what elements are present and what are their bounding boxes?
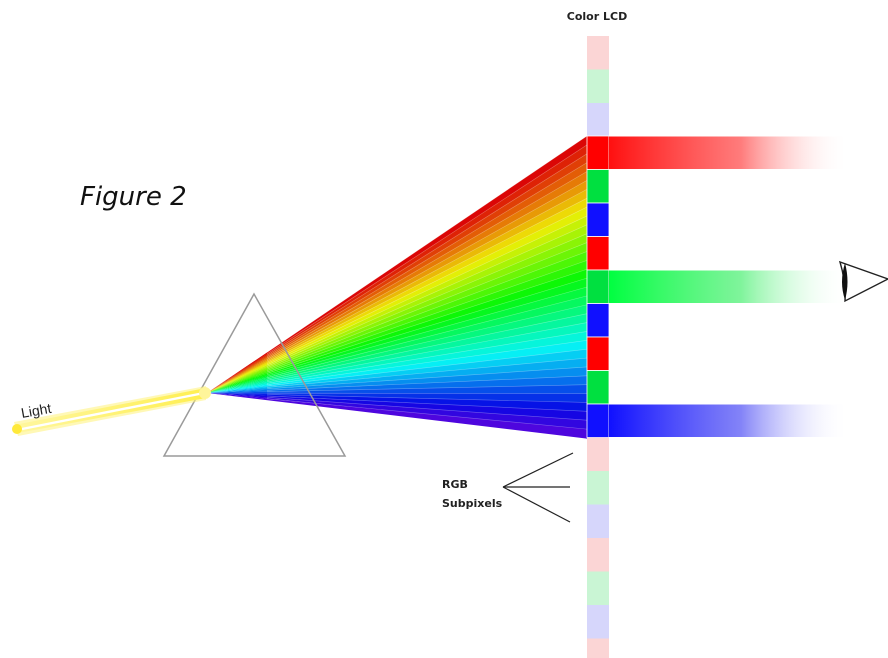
spectrum-band-edge <box>266 162 588 357</box>
subpixel-blue <box>586 303 610 338</box>
spectrum-band-edge <box>266 313 588 381</box>
spectrum-band-edge <box>266 339 588 385</box>
spectrum-band-edge <box>266 366 588 390</box>
spectrum-band <box>207 207 587 393</box>
spectrum-band <box>207 366 587 393</box>
output-beams <box>609 136 849 437</box>
spectrum-band <box>207 171 587 393</box>
subpixel-pointer <box>502 452 574 523</box>
spectrum-band-edge <box>266 395 588 412</box>
subpixel-label-line1: RGB <box>442 478 468 491</box>
spectrum-band-edge <box>266 286 588 377</box>
spectrum-band-edge <box>266 189 588 362</box>
faded-subpixel <box>587 538 609 572</box>
lcd-label: Color LCD <box>567 10 627 23</box>
spectrum-band <box>207 384 587 395</box>
spectrum-band <box>207 393 587 439</box>
faded-subpixel <box>587 36 609 70</box>
spectrum-band <box>207 215 587 393</box>
spectrum-band <box>207 144 587 393</box>
spectrum-band-edge <box>266 180 588 360</box>
spectrum-band-edge <box>266 295 588 378</box>
spectrum-band <box>207 287 587 393</box>
faded-subpixel <box>587 571 609 605</box>
spectrum-band-edge <box>266 394 588 403</box>
spectrum-band-edge <box>266 268 588 374</box>
spectrum-band-edge <box>266 251 588 371</box>
subpixel-blue <box>586 403 610 438</box>
spectrum-band <box>207 358 587 393</box>
spectrum-band-edge <box>266 322 588 383</box>
spectrum-band-edge <box>266 384 588 392</box>
spectrum-band <box>207 242 587 393</box>
spectrum-band <box>207 162 587 393</box>
spectrum-band <box>207 260 587 393</box>
spectrum-band <box>207 295 587 393</box>
spectrum-band <box>207 331 587 393</box>
spectrum-band <box>207 251 587 393</box>
spectrum-band <box>207 269 587 393</box>
dispersed-spectrum <box>207 135 588 439</box>
spectrum-band <box>207 313 587 393</box>
output-beam-green <box>609 270 849 303</box>
prism <box>162 292 347 457</box>
spectrum-band-edge <box>266 224 588 367</box>
spectrum-band <box>207 180 587 393</box>
spectrum-band <box>207 198 587 393</box>
spectrum-band-edge <box>266 215 588 366</box>
spectrum-band <box>207 153 587 393</box>
spectrum-band-edge <box>266 260 588 373</box>
subpixel-green <box>586 370 610 405</box>
spectrum-band-edge <box>266 348 588 387</box>
spectrum-band-edge <box>266 398 588 430</box>
spectrum-band <box>207 278 587 393</box>
output-beam-blue <box>609 404 849 437</box>
spectrum-band-edge <box>266 171 588 359</box>
spectrum-band-edge <box>266 135 588 353</box>
figure-label: Figure 2 <box>80 182 187 212</box>
spectrum-band <box>207 375 587 393</box>
spectrum-band <box>207 224 587 393</box>
spectrum-band-edge <box>266 153 588 356</box>
spectrum-band <box>207 322 587 393</box>
subpixel-green <box>586 169 610 204</box>
eye-icon <box>838 260 888 303</box>
faded-subpixel <box>587 605 609 639</box>
spectrum-band-edge <box>266 242 588 370</box>
light-beam <box>12 386 211 436</box>
spectrum-band-edge <box>266 397 588 421</box>
spectrum-band-edge <box>266 375 588 391</box>
spectrum-band <box>207 136 587 393</box>
color-lcd-column <box>586 36 610 658</box>
subpixel-red <box>586 236 610 271</box>
spectrum-band-edge <box>266 304 588 380</box>
spectrum-band-edge <box>266 206 588 364</box>
spectrum-band <box>207 189 587 393</box>
subpixel-label-line2: Subpixels <box>442 497 503 510</box>
spectrum-band-edge <box>266 357 588 388</box>
subpixel-green <box>586 269 610 304</box>
output-beam-red <box>609 136 849 169</box>
faded-subpixel <box>587 471 609 505</box>
faded-subpixel <box>587 437 609 471</box>
spectrum-band-edge <box>266 277 588 376</box>
spectrum-band-edge <box>266 233 588 369</box>
subpixel-red <box>586 135 610 170</box>
spectrum-band-edge <box>266 331 588 384</box>
faded-subpixel <box>587 103 609 137</box>
faded-subpixel <box>587 504 609 538</box>
faded-subpixel <box>587 638 609 658</box>
faded-subpixel <box>587 69 609 103</box>
spectrum-band <box>207 304 587 393</box>
spectrum-band-edge <box>266 197 588 363</box>
light-label: Light <box>20 400 53 421</box>
spectrum-band <box>207 349 587 393</box>
subpixel-red <box>586 336 610 371</box>
spectrum-band-edge <box>266 144 588 355</box>
subpixel-blue <box>586 202 610 237</box>
spectrum-band <box>207 233 587 393</box>
